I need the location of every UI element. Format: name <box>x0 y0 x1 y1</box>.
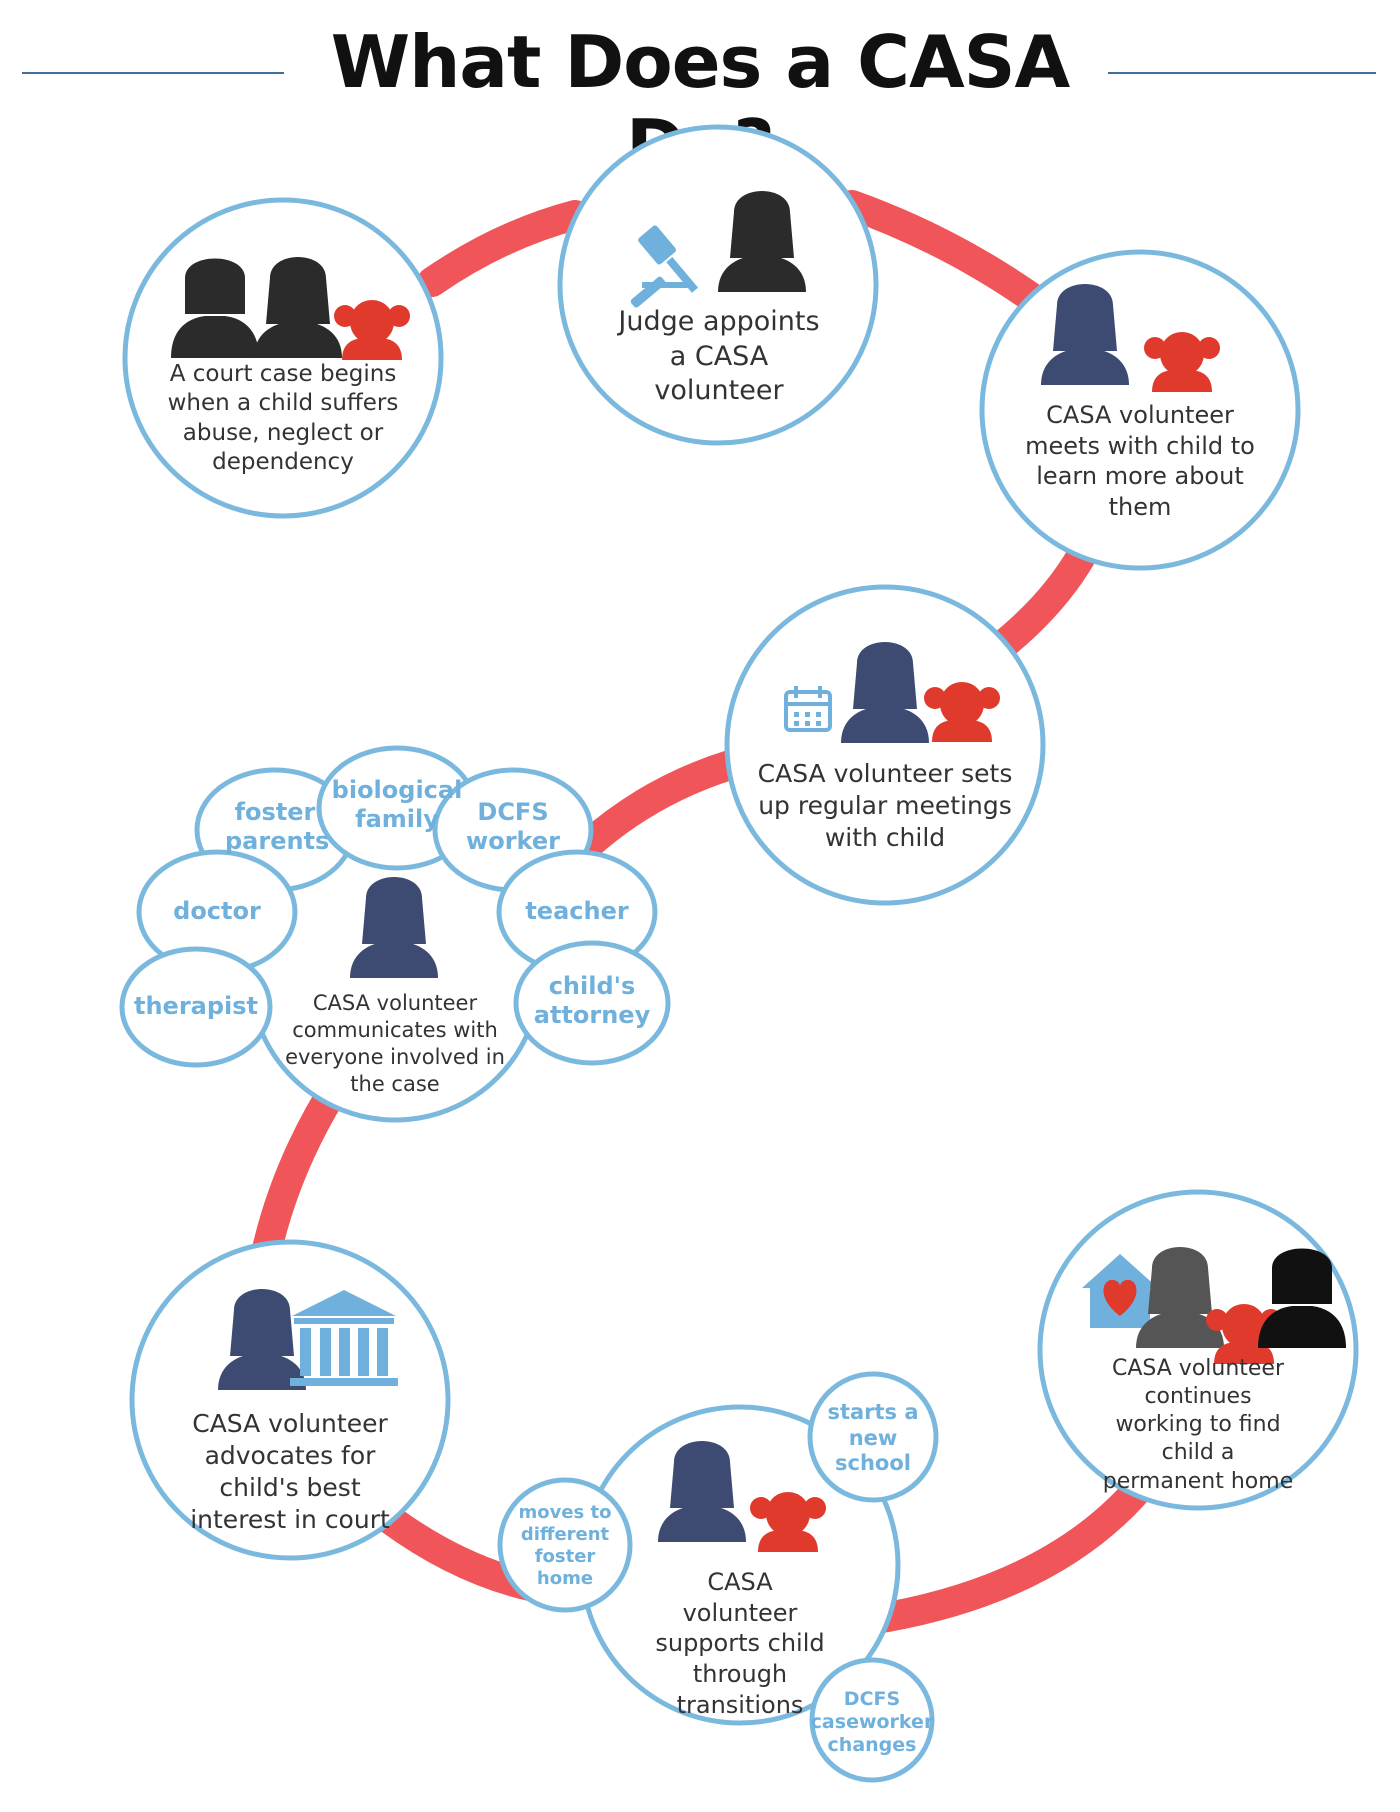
step-6-text: CASA volunteer advocates for child's bes… <box>190 1409 390 1534</box>
calendar-icon <box>784 686 832 732</box>
title-rule-left <box>22 72 284 74</box>
bubble-caseworker-changes: DCFS caseworker changes <box>810 1688 934 1757</box>
gavel-icon <box>630 225 699 308</box>
step-2-text: Judge appoints a CASA volunteer <box>618 306 820 407</box>
courthouse-icon <box>290 1290 398 1386</box>
step-4-icons <box>784 642 1000 743</box>
step-6-icons <box>218 1289 398 1390</box>
bubble-childs-attorney: child's attorney <box>533 972 651 1030</box>
bubble-new-school-shape <box>807 1371 939 1503</box>
home-heart-icon <box>1082 1254 1158 1328</box>
contacts-cluster <box>119 745 671 1123</box>
title-rule-right <box>1108 72 1376 74</box>
bubble-foster-home-shape <box>497 1477 633 1613</box>
bubble-foster-parents: foster parents <box>225 798 330 856</box>
step-2-circle <box>557 124 879 446</box>
bubble-childs-attorney-shape <box>513 940 671 1066</box>
step-4-circle <box>724 584 1046 906</box>
step-5-text: CASA volunteer communicates with everyon… <box>285 991 505 1096</box>
bubble-teacher: teacher <box>525 897 629 925</box>
bubble-caseworker-shape <box>809 1657 935 1783</box>
bubble-foster-home: moves to different foster home <box>518 1502 612 1589</box>
bubble-therapist: therapist <box>133 992 259 1020</box>
transitions-cluster <box>497 1371 939 1783</box>
bubble-new-school: starts a new school <box>827 1400 919 1476</box>
step-8-text: CASA volunteer continues working to find… <box>1102 1356 1294 1494</box>
step-4-text: CASA volunteer sets up regular meetings … <box>757 759 1013 852</box>
bubble-biological-family: biological family <box>331 776 463 834</box>
step-2-icons <box>630 191 806 308</box>
step-7-text: CASA volunteer supports child through tr… <box>655 1568 825 1719</box>
step-8-icons <box>1082 1247 1346 1364</box>
bubble-dcfs-worker: DCFS worker <box>466 798 560 856</box>
bubble-therapist-shape <box>119 946 273 1068</box>
step-3-text: CASA volunteer meets with child to learn… <box>1025 401 1255 522</box>
step-1-text: A court case begins when a child suffers… <box>167 361 399 476</box>
bubble-doctor: doctor <box>173 897 261 925</box>
